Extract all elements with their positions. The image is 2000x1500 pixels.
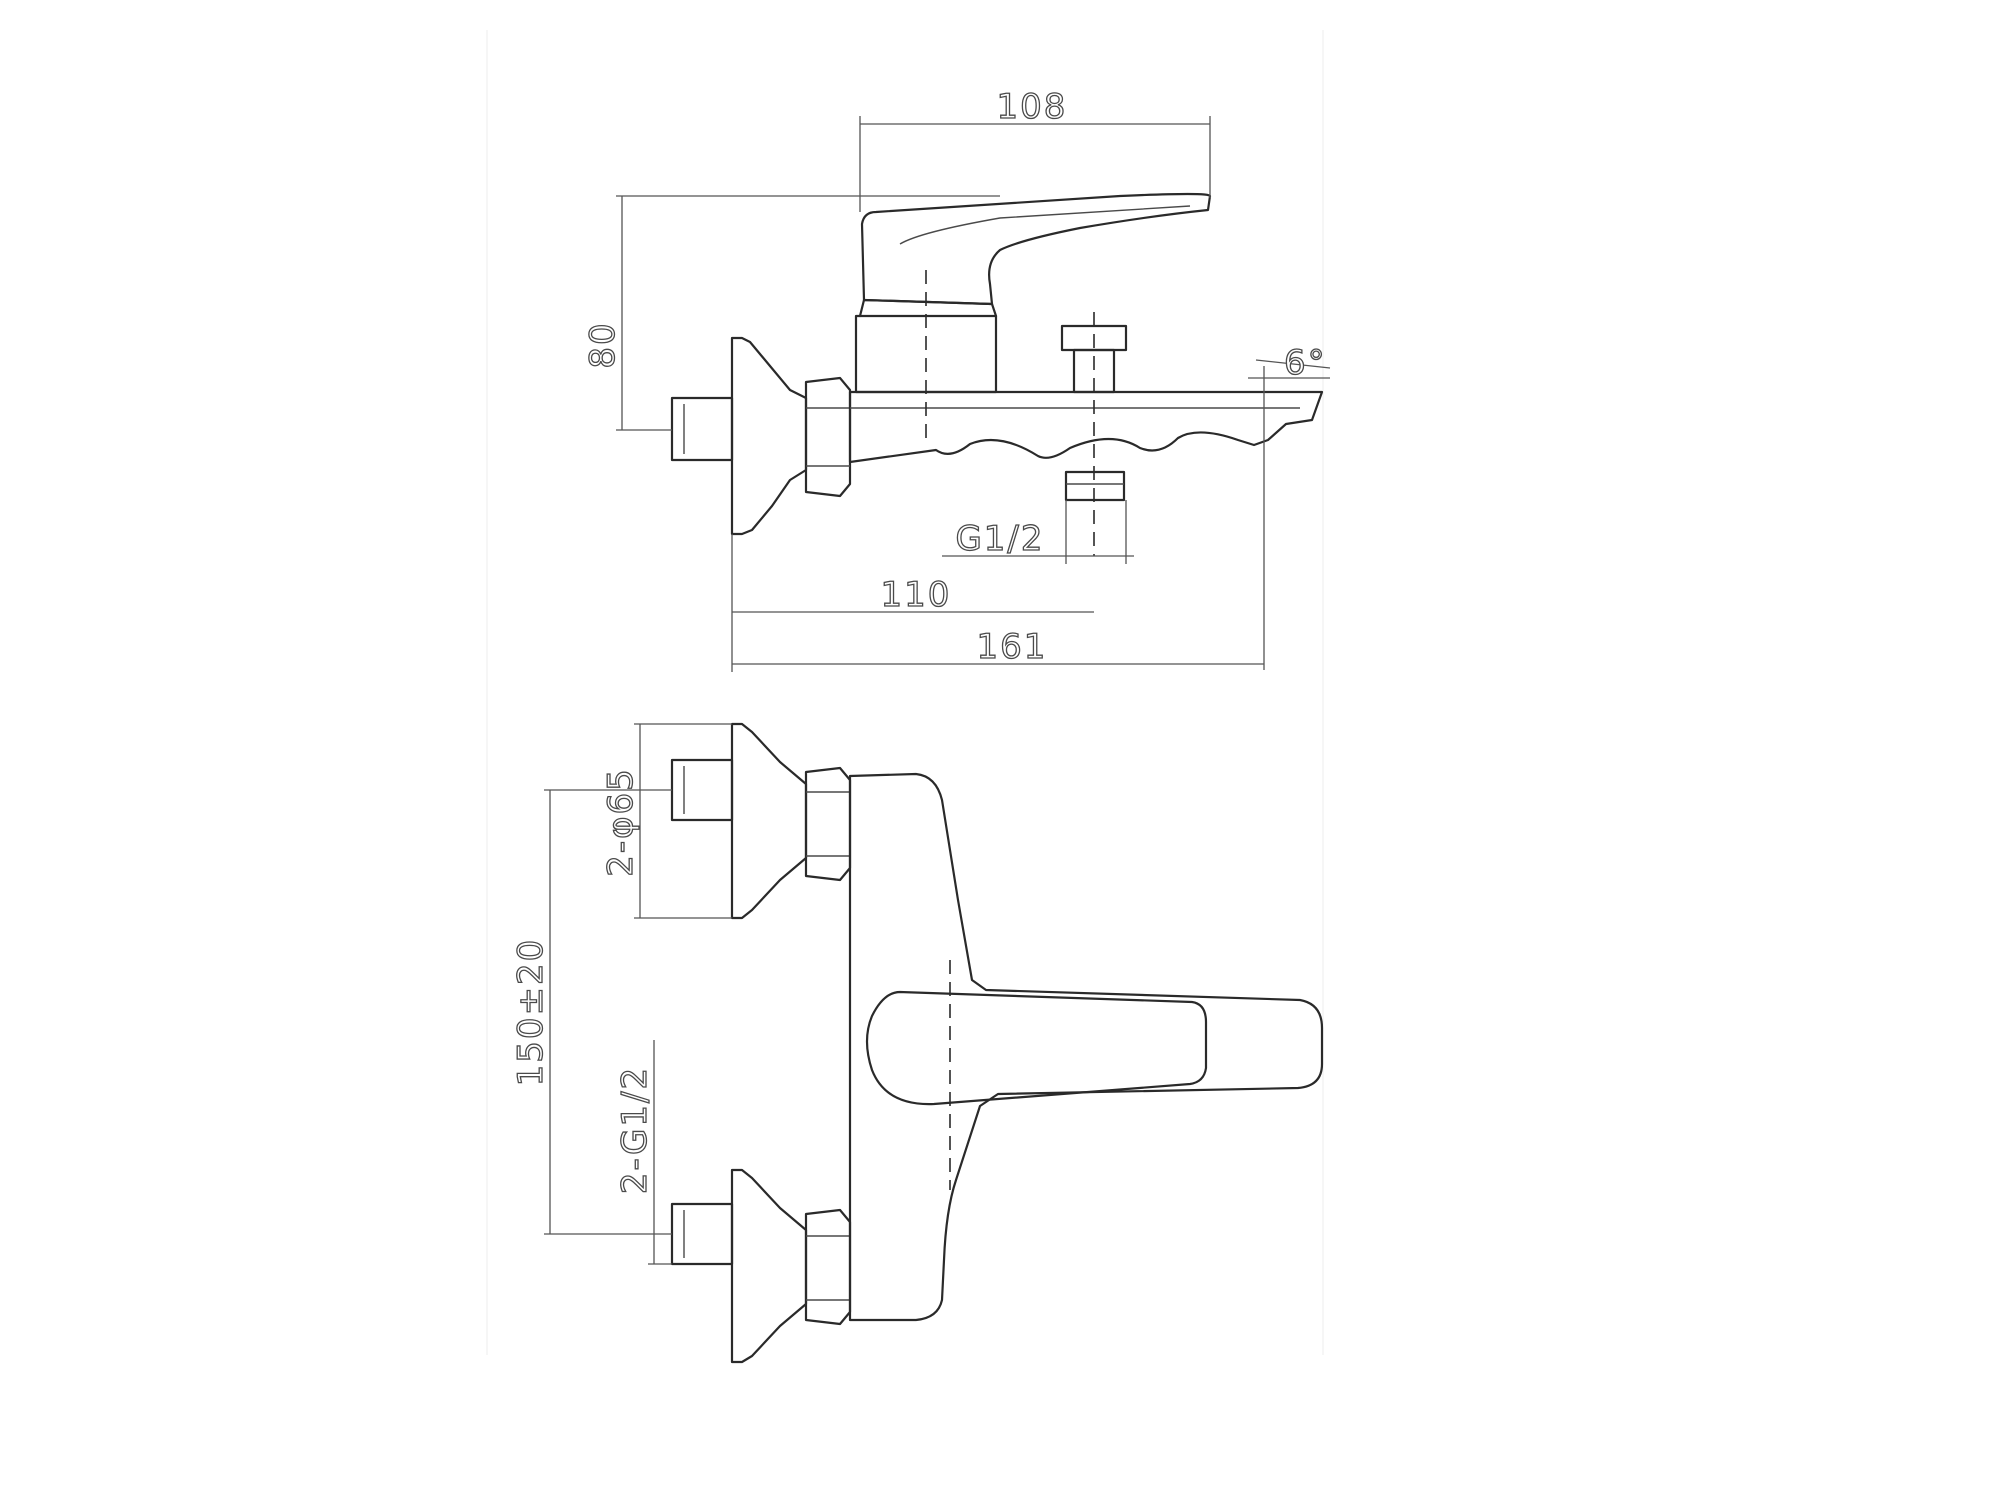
- label-g12-side: G1/2: [955, 519, 1044, 559]
- front-body: [848, 772, 1324, 1322]
- front-top-inlet-pipe: [670, 758, 734, 822]
- front-top-flange: [730, 722, 808, 920]
- front-lever-handle: [865, 990, 1208, 1106]
- side-lever-handle: [860, 192, 1212, 306]
- front-bottom-hex-nut: [804, 1208, 852, 1326]
- side-shower-outlet: [1064, 470, 1126, 502]
- side-dimensions: 108 80 6° G1/2 110 161: [582, 86, 1331, 672]
- side-view: [670, 192, 1324, 556]
- label-80: 80: [583, 321, 623, 368]
- side-inlet-pipe: [670, 396, 734, 462]
- label-108: 108: [997, 87, 1068, 127]
- label-110: 110: [881, 575, 952, 615]
- side-hex-nut: [804, 376, 852, 498]
- label-flange-dia: 2-φ65: [601, 767, 641, 877]
- label-161: 161: [977, 627, 1048, 667]
- front-bottom-inlet-pipe: [670, 1202, 734, 1266]
- side-wall-flange: [730, 336, 808, 536]
- front-bottom-flange: [730, 1168, 808, 1364]
- front-top-hex-nut: [804, 766, 852, 882]
- dim-angle-ray: [1255, 359, 1331, 369]
- front-dimensions: 2-φ65 150±20 2-G1/2: [510, 723, 732, 1265]
- side-spout-body: [848, 390, 1324, 464]
- label-6-deg: 6°: [1284, 343, 1327, 383]
- front-view: [670, 722, 1324, 1364]
- label-centers: 150±20: [511, 938, 551, 1087]
- side-lever-contour: [899, 205, 1191, 245]
- label-inlets: 2-G1/2: [615, 1066, 655, 1194]
